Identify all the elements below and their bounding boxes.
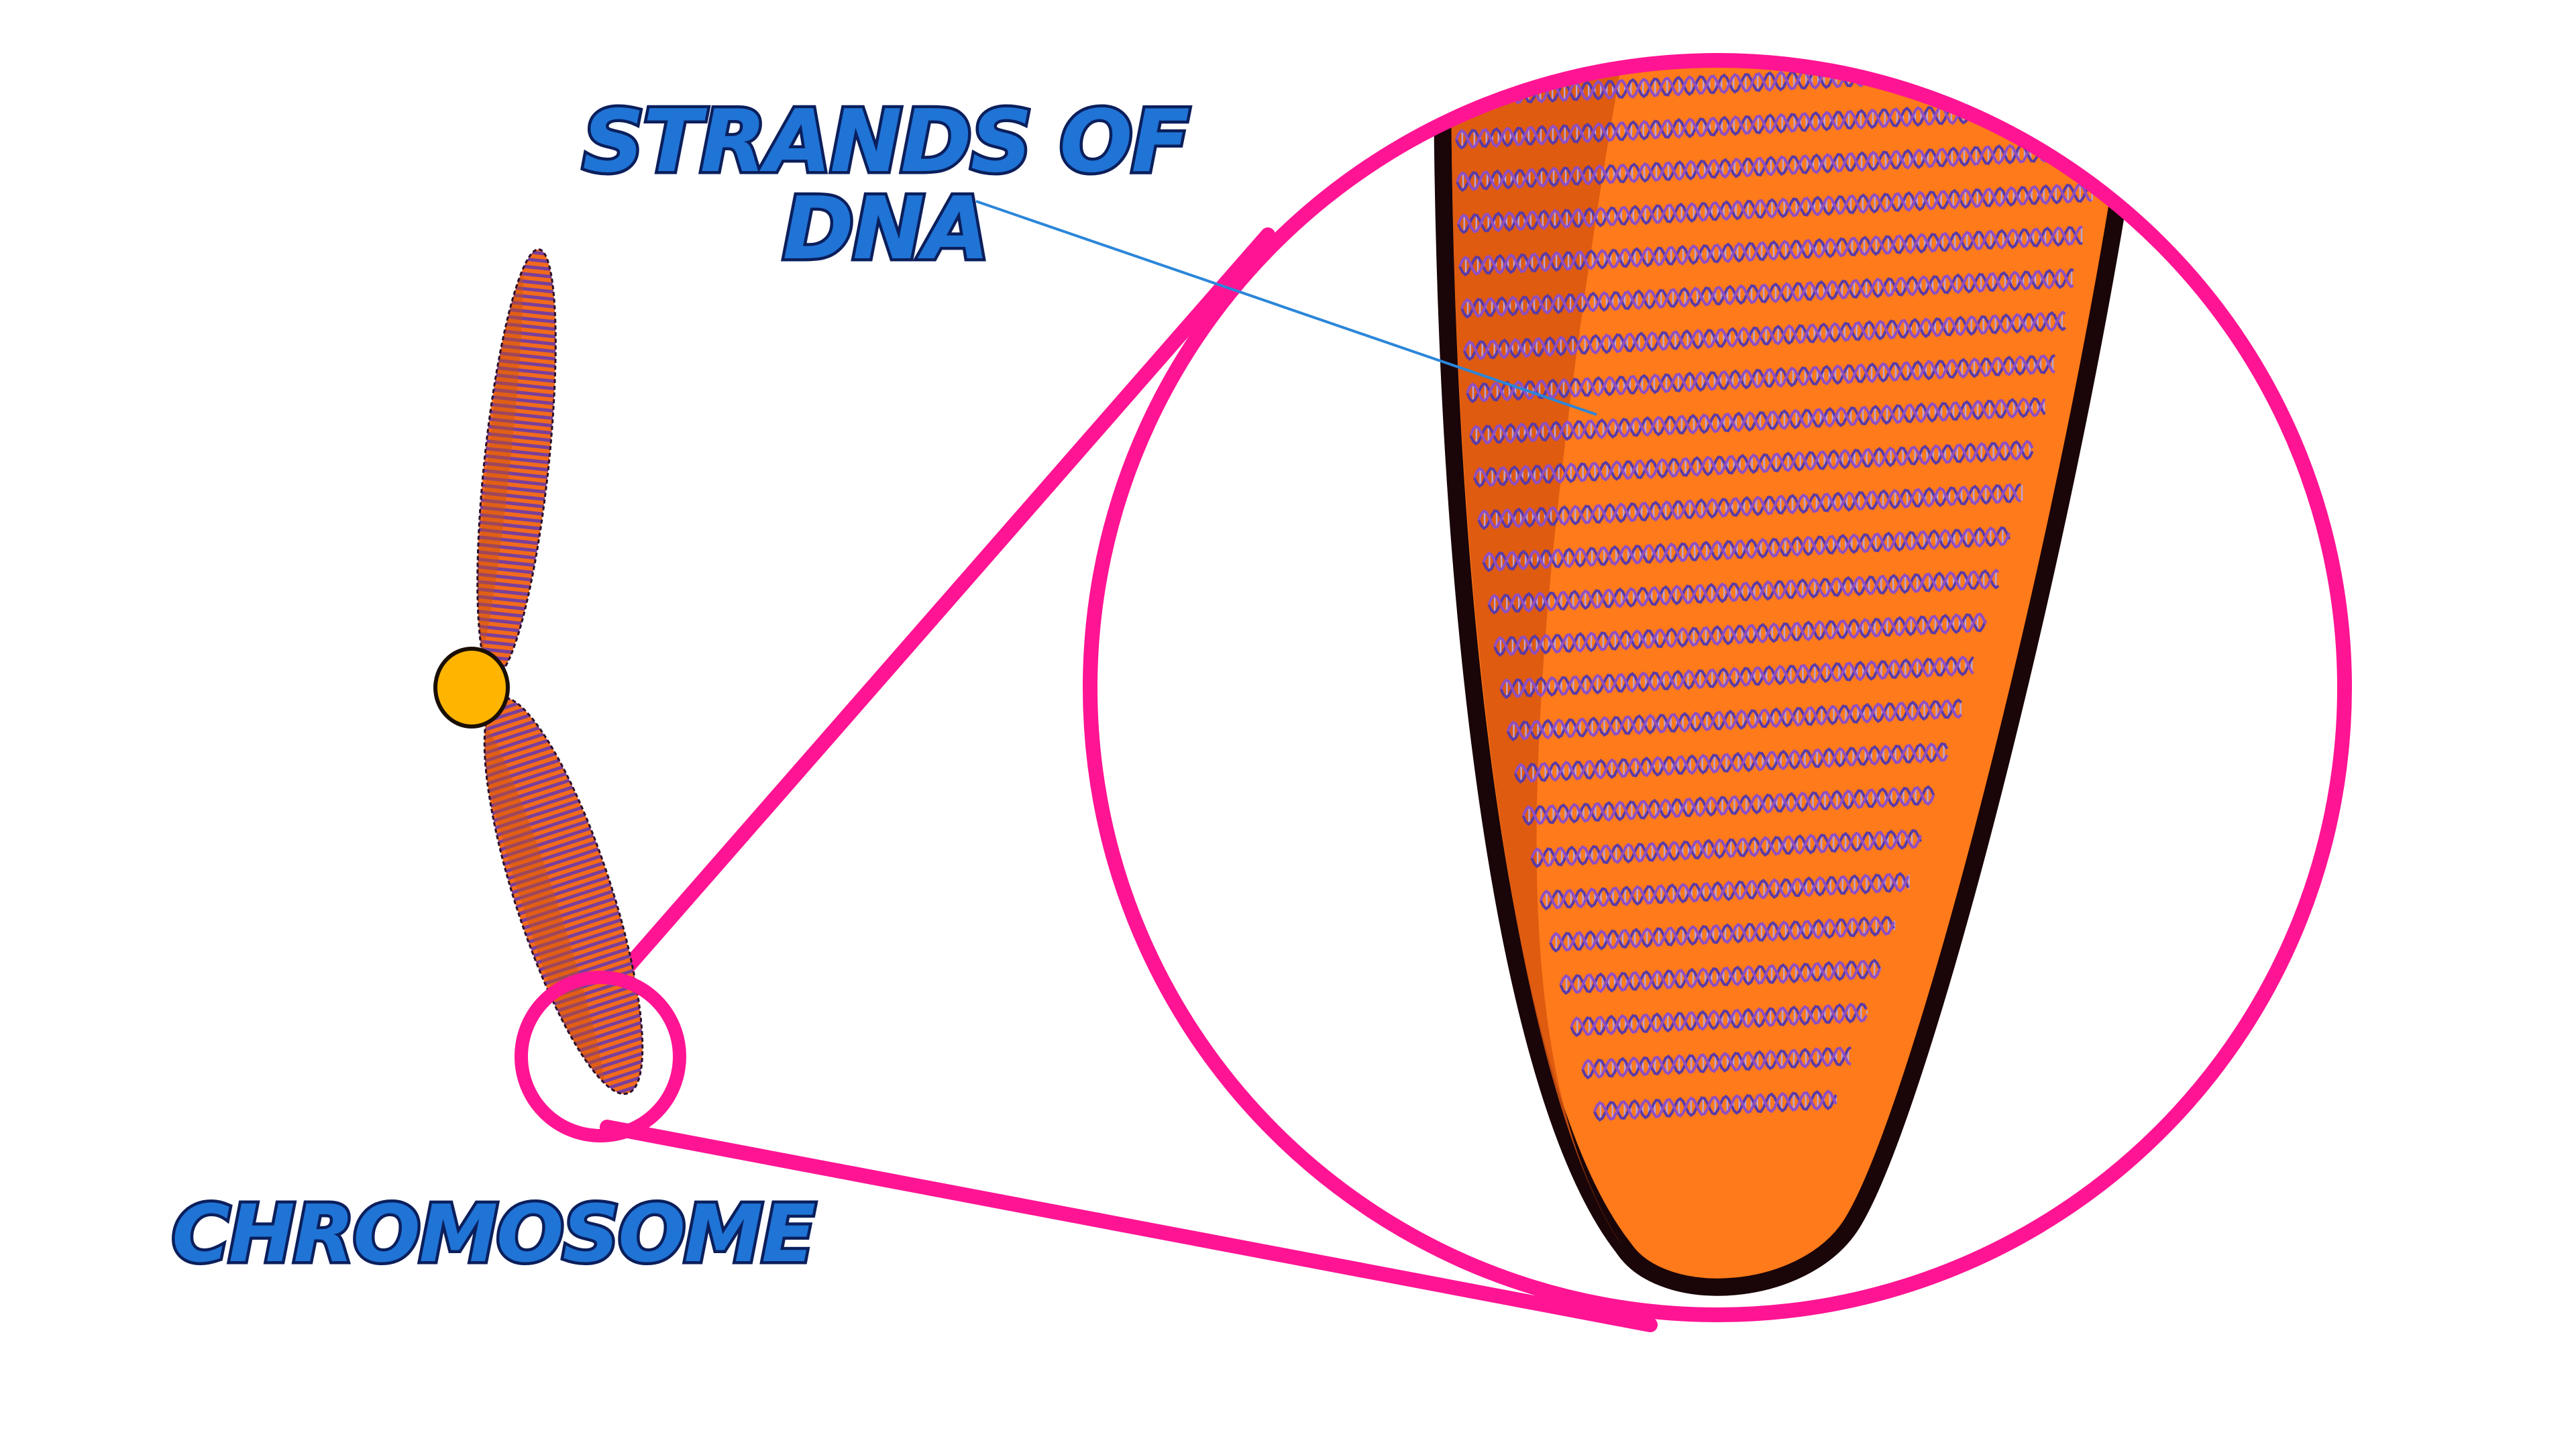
dna-strand: [1456, 182, 2093, 235]
chromosome-band: [471, 490, 555, 502]
chromosome-band: [472, 475, 557, 488]
dna-strand: [1493, 612, 1987, 657]
dna-strand: [1559, 959, 1882, 996]
chromosome-band: [475, 453, 559, 466]
chromosome-band: [518, 920, 639, 963]
chromosome-band: [483, 372, 568, 384]
dna-label-line2: DNA: [783, 179, 988, 279]
chromosome-band: [466, 534, 551, 547]
chromosome-band: [504, 877, 625, 920]
chromosome-band: [497, 857, 619, 899]
chromosome-band: [527, 949, 648, 991]
chromosome-band: [479, 800, 600, 843]
chromosome-band: [466, 541, 550, 554]
dna-strand: [1466, 354, 2056, 404]
centromere-dot: [433, 647, 510, 729]
dna-strand: [1462, 310, 2066, 362]
chromosome-band: [488, 828, 609, 871]
chromosome-band: [520, 927, 641, 970]
chromosome-band: [513, 906, 635, 949]
dna-strand: [1482, 526, 2011, 573]
magnifier-small-ring: [515, 971, 686, 1142]
chromosome-band: [468, 519, 552, 532]
chromosome-shade: [475, 256, 524, 662]
chromosome-label: CHROMOSOME: [172, 1187, 815, 1280]
dna-leader-line: [975, 200, 1597, 416]
chromosome-band: [477, 431, 561, 443]
dna-strand: [1539, 871, 1910, 911]
chromosome-band: [516, 913, 637, 956]
chromosome-band: [472, 482, 556, 495]
chromosome-band: [478, 423, 562, 436]
chromosome-band: [484, 814, 604, 857]
chromosome-band: [469, 512, 553, 525]
chromosome-shade: [478, 723, 606, 1099]
chromosome-band: [480, 401, 564, 414]
dna-strand: [1477, 483, 2023, 531]
magnifier-large-ring: [1083, 53, 2352, 1322]
chromosome-band: [484, 364, 568, 377]
magnifier-connector-top: [583, 227, 1275, 1017]
dna-strand: [1487, 568, 2000, 615]
chromosome-band: [508, 892, 630, 934]
chromosome-band: [481, 807, 602, 850]
chromosome-icon: [433, 247, 674, 1109]
chromosome-band: [480, 409, 564, 421]
dna-label: STRANDS OF DNA: [580, 89, 1193, 282]
chromosome-band: [467, 527, 551, 539]
dna-strand: [1499, 655, 1974, 700]
chromosome-band: [470, 497, 554, 510]
dna-strand: [1530, 828, 1923, 869]
dna-strand: [1456, 140, 2102, 193]
chromosome-top-arm: [462, 247, 572, 679]
chromosome-band: [470, 504, 553, 517]
chromosome-band: [465, 549, 549, 561]
chromosome-band: [476, 438, 561, 451]
dna-strand: [1472, 439, 2034, 488]
dna-strand: [1506, 698, 1963, 742]
chromosome-band: [473, 468, 557, 480]
dna-strand: [1581, 1046, 1852, 1080]
chromosome-bottom-arm: [453, 682, 674, 1109]
dna-strand: [1570, 1002, 1868, 1038]
chromosome-band: [490, 835, 611, 878]
dna-strands: [1454, 60, 2115, 1122]
magnifier-connectors: [583, 227, 1658, 1332]
dna-strand: [1549, 916, 1896, 953]
chromosome-band: [476, 793, 598, 836]
chromosome-band: [481, 394, 566, 407]
dna-strand: [1593, 1089, 1837, 1122]
dna-strand: [1513, 742, 1949, 784]
chromosome-band: [474, 786, 596, 828]
chromosome-band: [476, 445, 560, 458]
chromosome-band: [472, 779, 593, 822]
chromosome-band: [511, 899, 632, 942]
dna-strand: [1460, 268, 2074, 319]
chromosome-band: [474, 460, 558, 473]
chromosome-band: [486, 821, 607, 864]
magnifier-connector-bottom: [600, 1120, 1658, 1332]
dna-label-line1: STRANDS OF: [582, 92, 1189, 192]
chromosome-band: [523, 934, 643, 977]
dna-strand: [1521, 785, 1935, 826]
chromosome-band: [479, 416, 563, 429]
chromosome-band: [495, 849, 616, 892]
dna-strand: [1458, 225, 2083, 277]
chromosome-band: [500, 863, 621, 906]
chromosome-band: [506, 885, 627, 928]
dna-strand: [1469, 397, 2046, 446]
zoomed-view: [1083, 53, 2352, 1322]
chromosome-band: [502, 871, 623, 914]
chromosome-band: [482, 386, 566, 399]
chromosome-band: [525, 941, 646, 984]
chromosome-band: [492, 843, 614, 885]
chromosome-band: [482, 379, 567, 392]
